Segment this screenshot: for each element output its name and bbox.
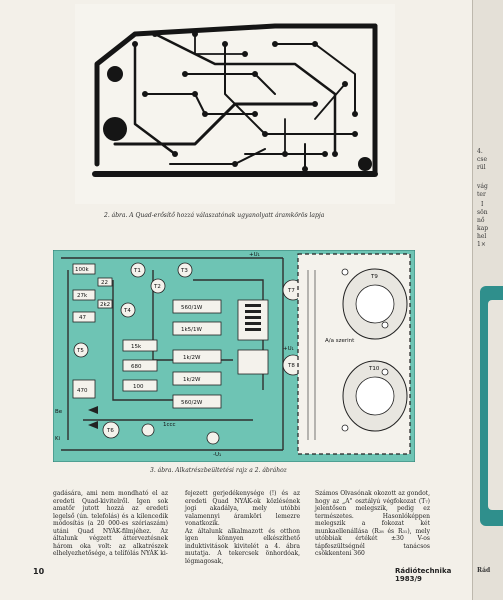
label-output: Ki: [55, 436, 61, 442]
label-r680: 680: [131, 364, 142, 370]
label-r47: 47: [79, 315, 86, 321]
label-bottom-ground: 1ccc: [163, 422, 176, 428]
fragment: sön: [477, 209, 488, 216]
figure-2-caption: 2. ábra. A Quad-erősítő hozzá válaszatón…: [104, 212, 325, 219]
adjacent-page-inset: [488, 300, 503, 510]
label-t6: T6: [106, 428, 114, 434]
label-r100k: 100k: [75, 267, 89, 273]
fragment: ter: [477, 191, 486, 198]
label-t7: T7: [287, 288, 295, 294]
label-bottom-rail: -U₁: [213, 452, 221, 458]
fragment: vág: [477, 183, 488, 190]
figure-3-caption: 3. ábra. Alkatrészbeültetési rajz a 2. á…: [150, 467, 287, 474]
fragment: nő: [477, 217, 485, 224]
label-r1k2b: 1k/2W: [183, 377, 201, 383]
pcb-copper-layout: [75, 4, 395, 204]
page-number: 10: [33, 567, 45, 576]
label-r15k: 15k: [131, 344, 142, 350]
fragment: kap: [477, 225, 489, 232]
label-t10: T10: [368, 366, 380, 372]
label-r27k: 27k: [77, 293, 88, 299]
label-t1: T1: [133, 268, 141, 274]
label-t9: T9: [370, 274, 378, 280]
label-right-rail: +U₁: [283, 346, 294, 352]
label-t8: T8: [287, 363, 295, 369]
label-t3: T3: [180, 268, 188, 274]
fragment: 4.: [477, 148, 483, 155]
component-placement-drawing: +U₁ +U₁ -U₁ 1ccc T9 T10 A/a szerint 560/…: [53, 250, 415, 462]
running-head: Rádiótechnika 1983/9: [395, 567, 452, 583]
fragment: hel: [477, 233, 487, 240]
label-heatsink: A/a szerint: [325, 338, 355, 344]
fragment: Rád: [477, 567, 491, 574]
label-t4: T4: [123, 308, 131, 314]
text-column-2: fejezett gerjedékenysége (!) és az erede…: [185, 490, 300, 565]
label-c100: 100: [133, 384, 144, 390]
label-r22: 22: [101, 280, 108, 286]
text-column-3: Számos Olvasónak okozott az gondot, hogy…: [315, 490, 430, 557]
label-r1k2: 1k/2W: [183, 355, 201, 361]
label-t2: T2: [153, 284, 161, 290]
label-r1k5: 1k5/1W: [181, 327, 203, 333]
label-r2k2: 2k2: [100, 302, 110, 308]
label-t5: T5: [76, 348, 84, 354]
label-c470: 470: [77, 388, 88, 394]
label-input: Be: [55, 409, 63, 415]
magazine-page: 2. ábra. A Quad-erősítő hozzá válaszatón…: [0, 0, 472, 600]
fragment: I: [481, 201, 484, 208]
fragment: rül: [477, 164, 486, 171]
label-r560: 560/1W: [181, 305, 203, 311]
fragment: 1×: [477, 241, 486, 248]
text-column-1: gadására, ami nem mondható el az eredeti…: [53, 490, 168, 557]
label-r560b: 560/2W: [181, 400, 203, 406]
fragment: cse: [477, 156, 487, 163]
label-top-rail: +U₁: [249, 252, 260, 258]
